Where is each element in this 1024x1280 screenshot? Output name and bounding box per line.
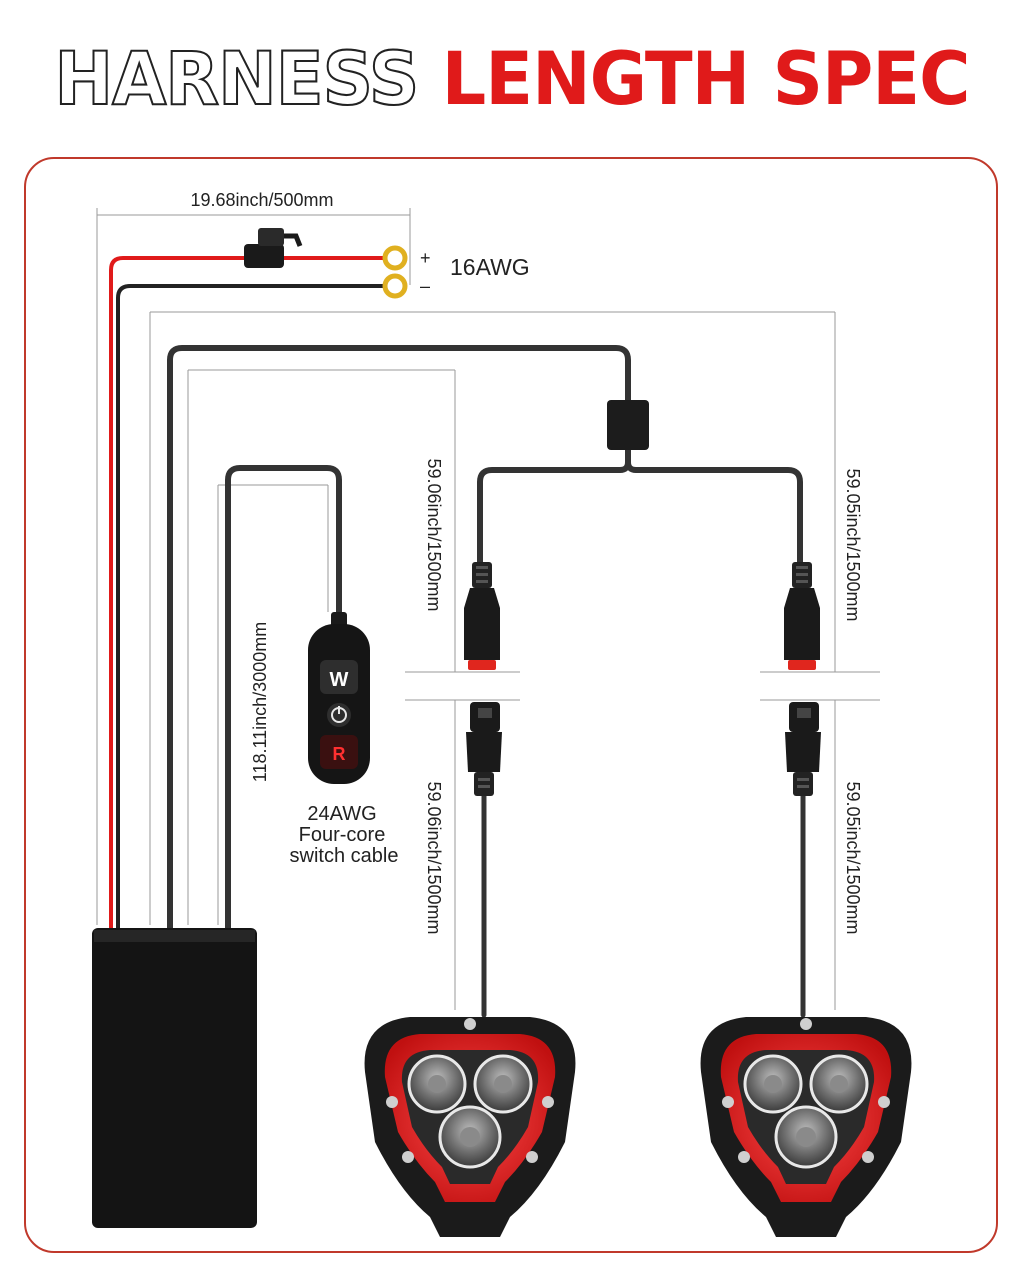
battery-gauge-label: 16AWG (450, 254, 530, 280)
cables (109, 256, 806, 1018)
connector-right-upper-icon (784, 562, 820, 670)
switch-cable-gauge-label: 24AWG (307, 803, 376, 825)
splitter-junction-icon (607, 400, 649, 450)
title-outline-part: HARNESS (54, 35, 421, 123)
controller-box-icon (92, 928, 257, 1228)
title-accent-part: LENGTH SPEC (441, 35, 971, 123)
plus-sign-label: + (420, 248, 431, 268)
diagram-frame (24, 157, 998, 1253)
switch-button-r-label: R (333, 744, 346, 764)
lamp-left-length-label: 59.06inch/1500mm (424, 781, 444, 934)
lamp-right-length-label: 59.05inch/1500mm (843, 781, 863, 934)
headlight-right-icon (700, 1017, 912, 1237)
switch-cable-type-label: Four-core (299, 824, 386, 846)
fuse-holder-icon (244, 228, 303, 268)
connector-left-upper-icon (464, 562, 500, 670)
switch-button-w-label: W (330, 669, 349, 691)
splitter-left-length-label: 59.06inch/1500mm (424, 458, 444, 611)
battery-cable-length-label: 19.68inch/500mm (190, 190, 333, 210)
minus-sign-label: – (420, 276, 430, 296)
switch-cable-name-label: switch cable (290, 845, 399, 867)
connector-left-lower-icon (466, 702, 502, 796)
page-title: HARNESS LENGTH SPEC (0, 35, 1024, 123)
dimension-lines (96, 208, 880, 1010)
switch-remote-icon: W R (308, 612, 370, 784)
connector-right-lower-icon (785, 702, 821, 796)
switch-cable-length-label: 118.11inch/3000mm (250, 622, 270, 782)
headlight-left-icon (364, 1017, 576, 1237)
ring-terminal-icon (382, 245, 408, 299)
splitter-right-length-label: 59.05inch/1500mm (843, 468, 863, 621)
